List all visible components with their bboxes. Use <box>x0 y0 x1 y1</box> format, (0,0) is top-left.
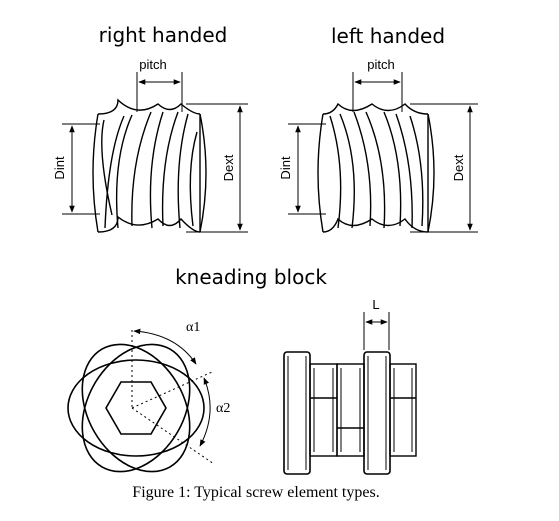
alpha1-label: α1 <box>186 320 200 335</box>
left-handed-title: left handed <box>331 24 445 48</box>
left-screw-body <box>317 102 435 233</box>
right-dint-label: Dint <box>52 156 67 180</box>
right-pitch-label: pitch <box>139 57 166 72</box>
right-handed-title: right handed <box>99 23 228 47</box>
left-dint-label: Dint <box>278 156 293 180</box>
kneading-block-side-view: L <box>283 297 417 475</box>
kneading-block-front-view: α1 α2 <box>67 320 230 473</box>
right-dext-label: Dext <box>221 154 236 181</box>
hexagonal-bore-icon <box>105 381 167 435</box>
left-handed-element: left handed pitch Dint <box>278 24 478 233</box>
figure-caption: Figure 1: Typical screw element types. <box>132 484 379 501</box>
alpha2-label: α2 <box>216 401 230 416</box>
right-screw-body <box>92 98 207 233</box>
left-dext-label: Dext <box>451 154 466 181</box>
disc-length-label: L <box>372 297 379 312</box>
kneading-block-title: kneading block <box>175 265 327 289</box>
right-handed-element: right handed pitch Dint <box>52 23 248 233</box>
left-pitch-label: pitch <box>367 57 394 72</box>
alpha2-arc <box>199 377 211 447</box>
alpha1-arc <box>133 328 197 365</box>
